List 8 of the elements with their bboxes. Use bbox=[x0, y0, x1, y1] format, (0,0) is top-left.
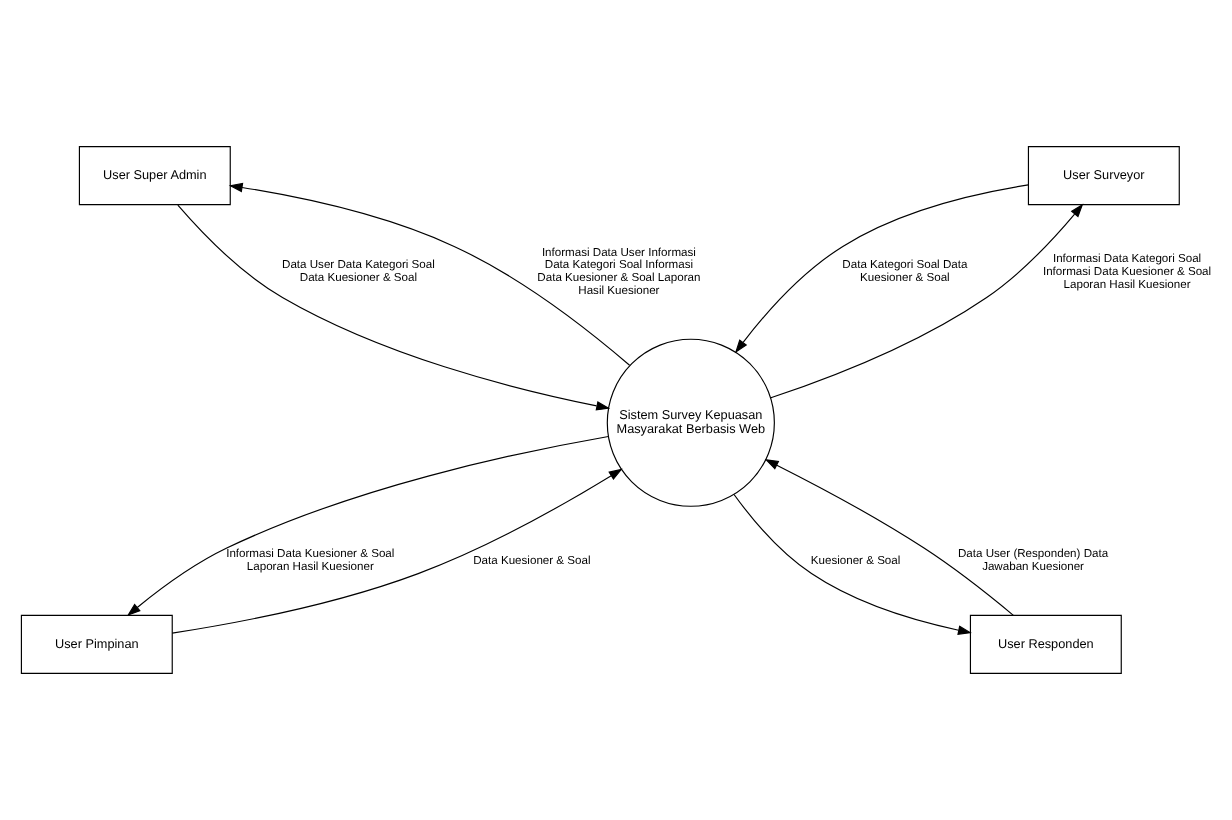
arrow bbox=[171, 468, 623, 634]
arrow bbox=[770, 203, 1084, 399]
arrow bbox=[733, 493, 972, 635]
arrow bbox=[764, 459, 1014, 616]
arrow bbox=[126, 435, 609, 617]
arrow bbox=[228, 182, 631, 366]
arrow bbox=[177, 204, 611, 411]
arrow bbox=[734, 184, 1029, 354]
